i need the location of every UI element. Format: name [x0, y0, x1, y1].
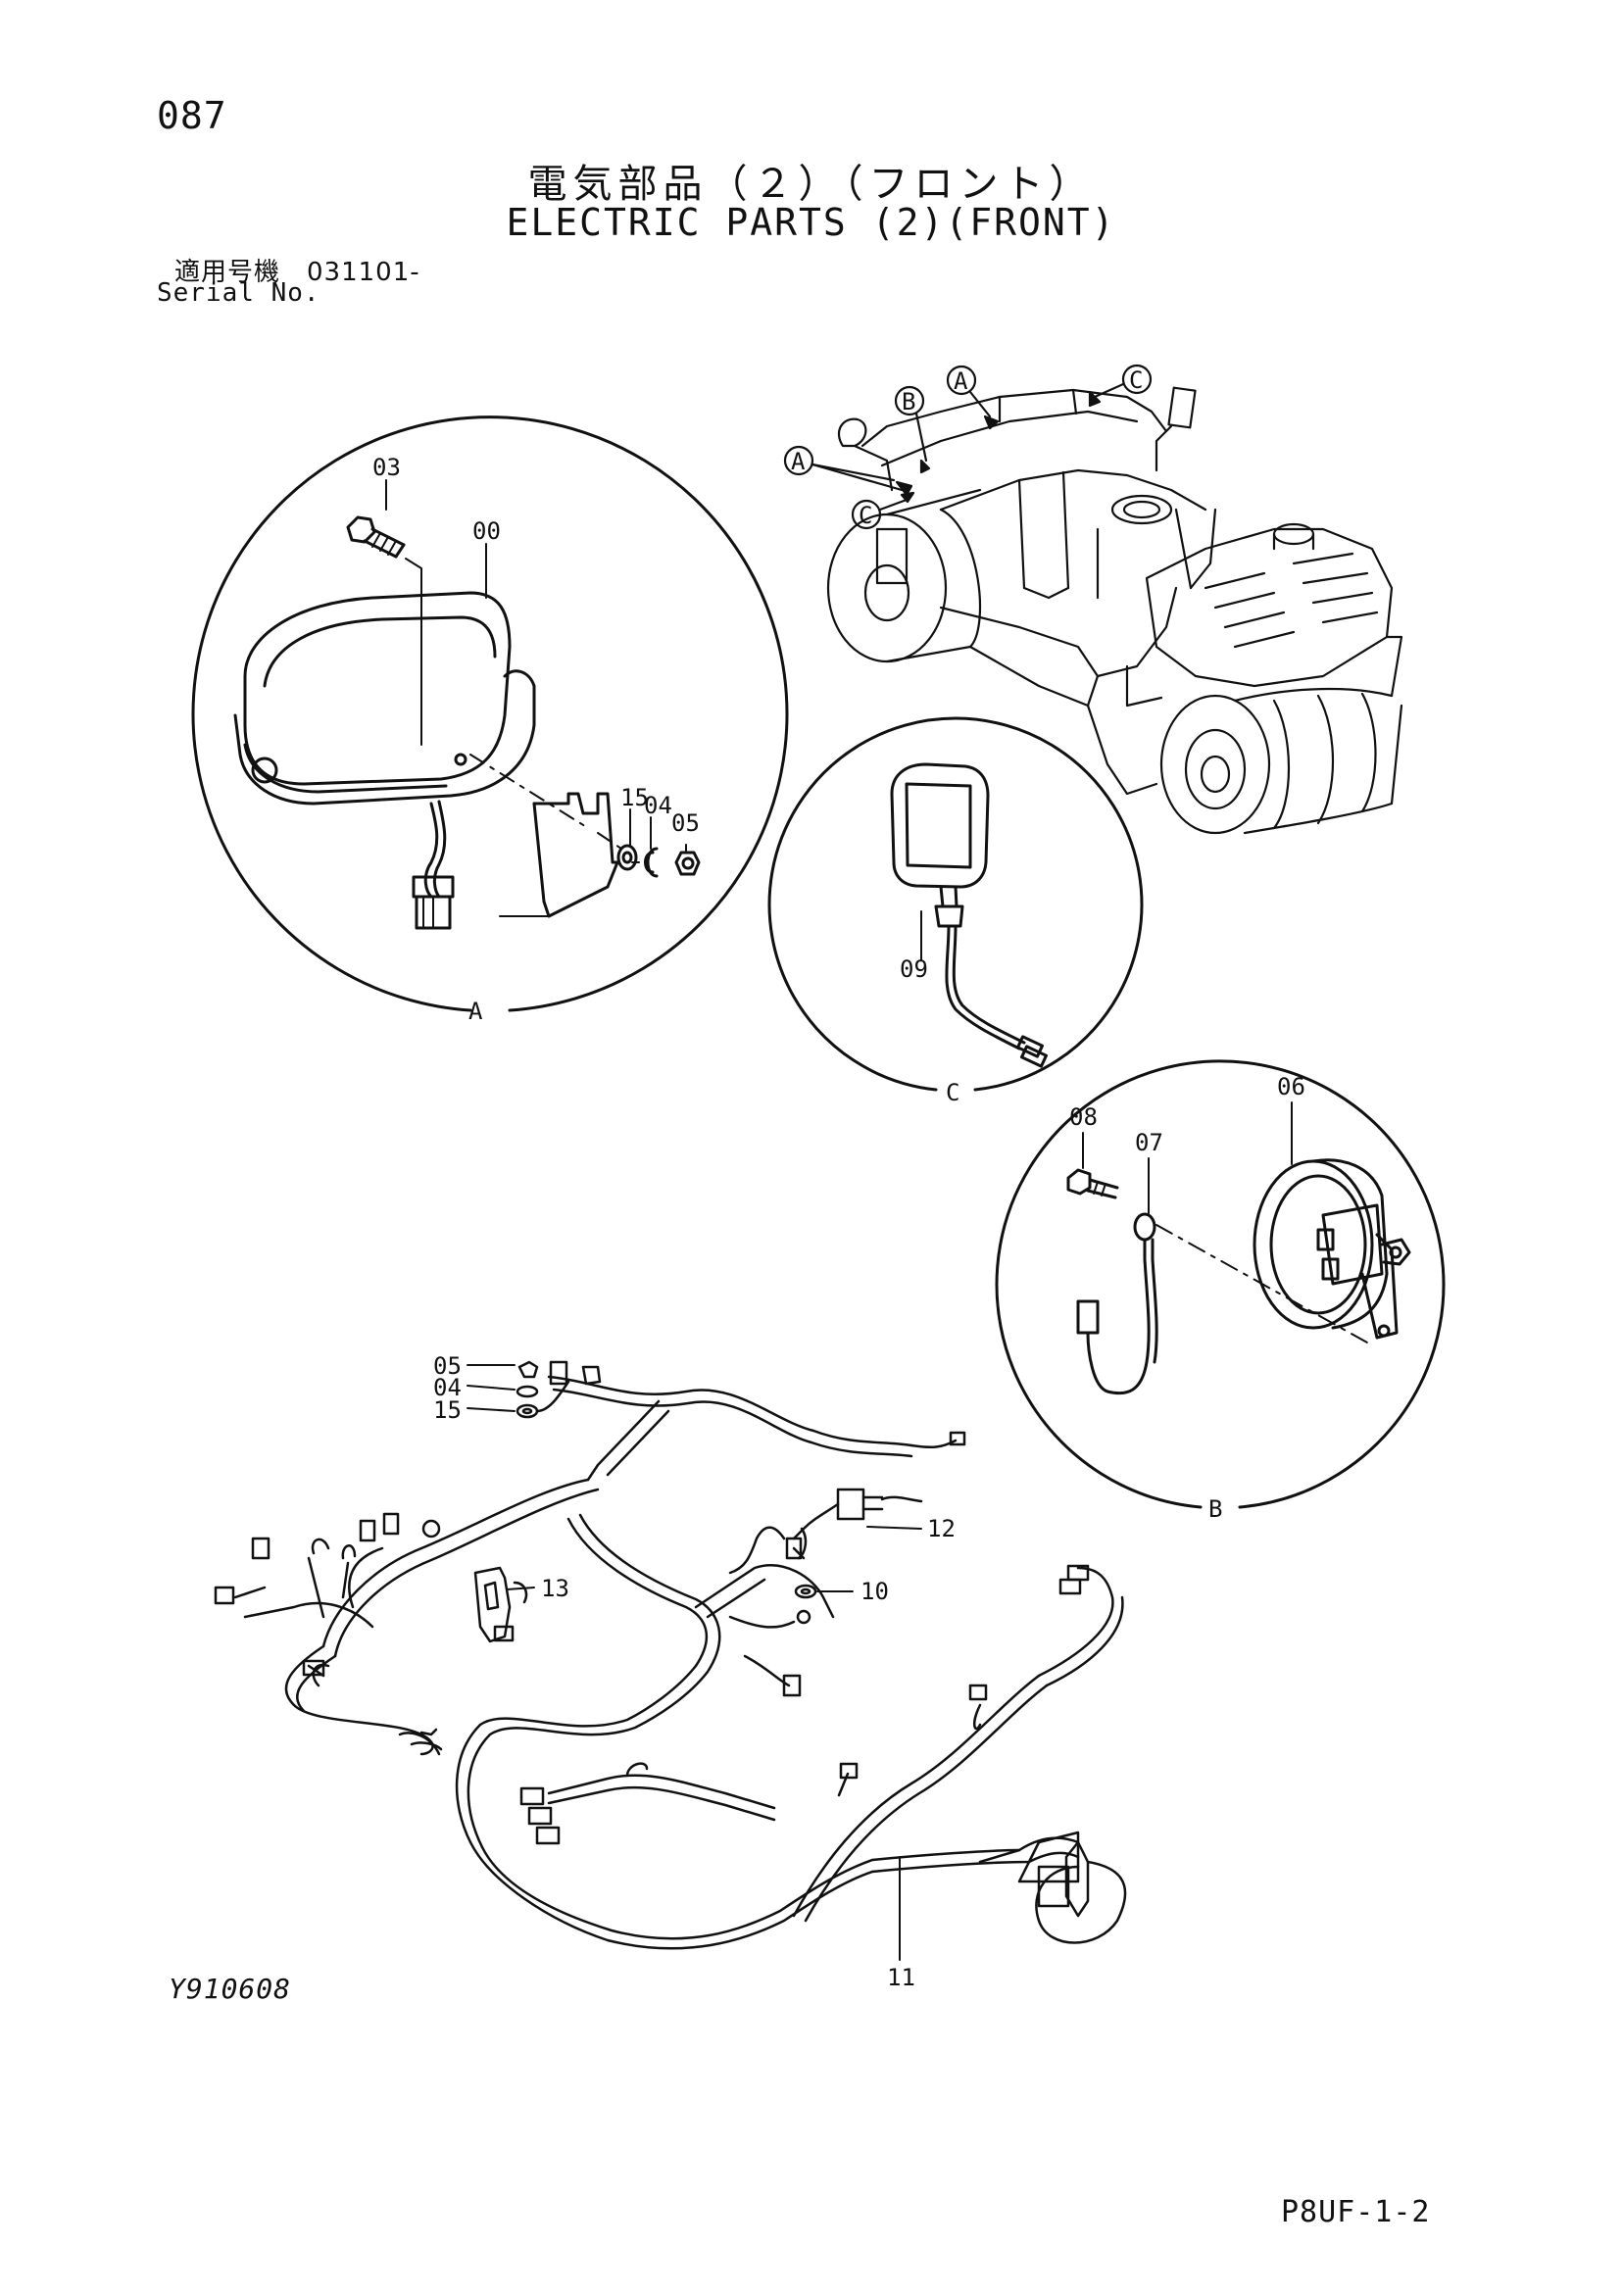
detail-a-label: A [468, 998, 483, 1025]
detail-c-circle [767, 716, 1144, 1092]
detail-b-label: B [1208, 1495, 1222, 1523]
page-number: 087 [157, 94, 227, 137]
machine-overview: A B A C C [783, 364, 1403, 835]
detail-a-leaders [385, 479, 687, 852]
detail-b-leaders [1082, 1101, 1293, 1214]
detail-view-a: A [191, 415, 789, 1025]
detail-a-circle [191, 415, 789, 1012]
title-english: ELECTRIC PARTS (2)(FRONT) [506, 201, 1116, 244]
bolt-08 [1066, 1168, 1119, 1199]
callout-13: 13 [541, 1575, 569, 1602]
detail-c-label: C [946, 1079, 959, 1106]
machine-callout-c-1: C [1129, 366, 1143, 394]
bolt-03 [346, 515, 422, 746]
sheet-number: P8UF-1-2 [1281, 2195, 1431, 2229]
machine-callout-b: B [902, 388, 915, 415]
wiring-harness [214, 1360, 1127, 1950]
detail-view-c: C 09 [767, 716, 1144, 1106]
callout-00: 00 [472, 517, 501, 545]
callout-03: 03 [372, 454, 401, 481]
callout-04: 04 [644, 792, 672, 819]
illustration-number: Y910608 [169, 1973, 292, 2005]
detail-view-b: B 08 [995, 1059, 1446, 1523]
callout-11: 11 [887, 1964, 915, 1991]
harness-leaders [467, 1364, 922, 1961]
callout-12: 12 [927, 1515, 956, 1542]
machine-callout-a-1: A [791, 448, 806, 475]
horn-drawing [1253, 1158, 1411, 1340]
callout-05: 05 [671, 809, 700, 837]
work-lamp-drawing [233, 591, 536, 930]
callout-04-harness: 04 [433, 1374, 462, 1401]
serial-label-japanese: 適用号機 031101- [174, 258, 420, 287]
title-japanese: 電気部品（２）（フロント） [527, 162, 1095, 207]
machine-callout-markers [783, 364, 1153, 530]
callout-05-harness: 05 [433, 1352, 462, 1380]
serial-label-english: Serial No. [157, 278, 320, 308]
detail-b-circle [995, 1059, 1446, 1509]
machine-callout-c-2: C [859, 502, 872, 529]
terminal-wire-07 [1076, 1212, 1368, 1395]
machine-callout-a-2: A [954, 367, 968, 395]
callout-06: 06 [1277, 1073, 1305, 1100]
lamp-drawing [890, 762, 1049, 1068]
callout-15: 15 [620, 784, 649, 811]
callout-09: 09 [900, 955, 928, 983]
callout-07: 07 [1135, 1129, 1163, 1156]
callout-08: 08 [1069, 1103, 1098, 1131]
bracket-and-hardware [469, 754, 701, 918]
callout-15-harness: 15 [433, 1396, 462, 1424]
callout-10: 10 [860, 1578, 889, 1605]
